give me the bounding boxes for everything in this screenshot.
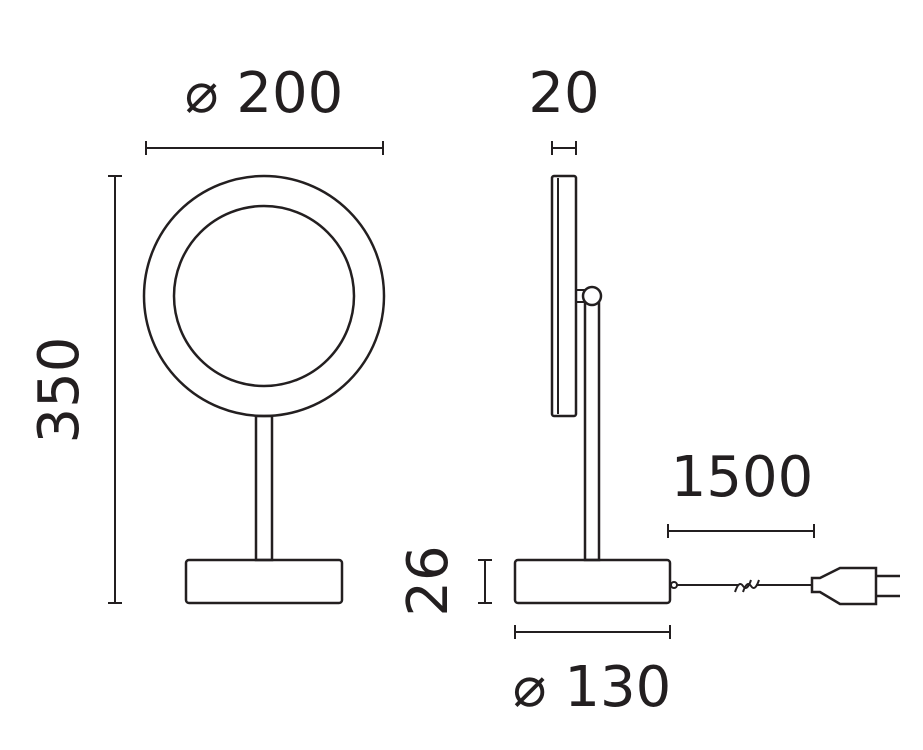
- front-view: [142, 174, 386, 605]
- cable-outlet: [670, 581, 678, 589]
- side-stem: [583, 294, 601, 562]
- pivot-knob: [581, 285, 603, 307]
- base-height-dimension: 26: [396, 545, 492, 617]
- mirror-depth-dimension: 20: [528, 61, 600, 155]
- total-height-dimension: 350: [27, 175, 122, 604]
- power-plug-icon: [810, 566, 900, 606]
- mirror-diameter-label: ⌀ 200: [185, 61, 343, 126]
- side-base: [513, 558, 672, 605]
- mirror-outer-ring: [142, 174, 386, 418]
- side-view: [513, 174, 678, 605]
- total-height-label: 350: [27, 337, 92, 444]
- cable-length-dimension: 1500: [667, 445, 815, 538]
- mirror-diameter-dimension: ⌀ 200: [145, 61, 384, 155]
- mirror-depth-label: 20: [528, 61, 599, 126]
- base-diameter-label: ⌀ 130: [513, 655, 671, 720]
- power-cable: [677, 579, 812, 593]
- front-base: [184, 558, 344, 605]
- base-height-label: 26: [396, 545, 461, 616]
- base-diameter-dimension: ⌀ 130: [513, 625, 671, 720]
- cable-length-label: 1500: [671, 445, 814, 510]
- front-stem: [254, 414, 274, 562]
- mirror-glass: [172, 204, 356, 388]
- side-mirror: [550, 174, 578, 418]
